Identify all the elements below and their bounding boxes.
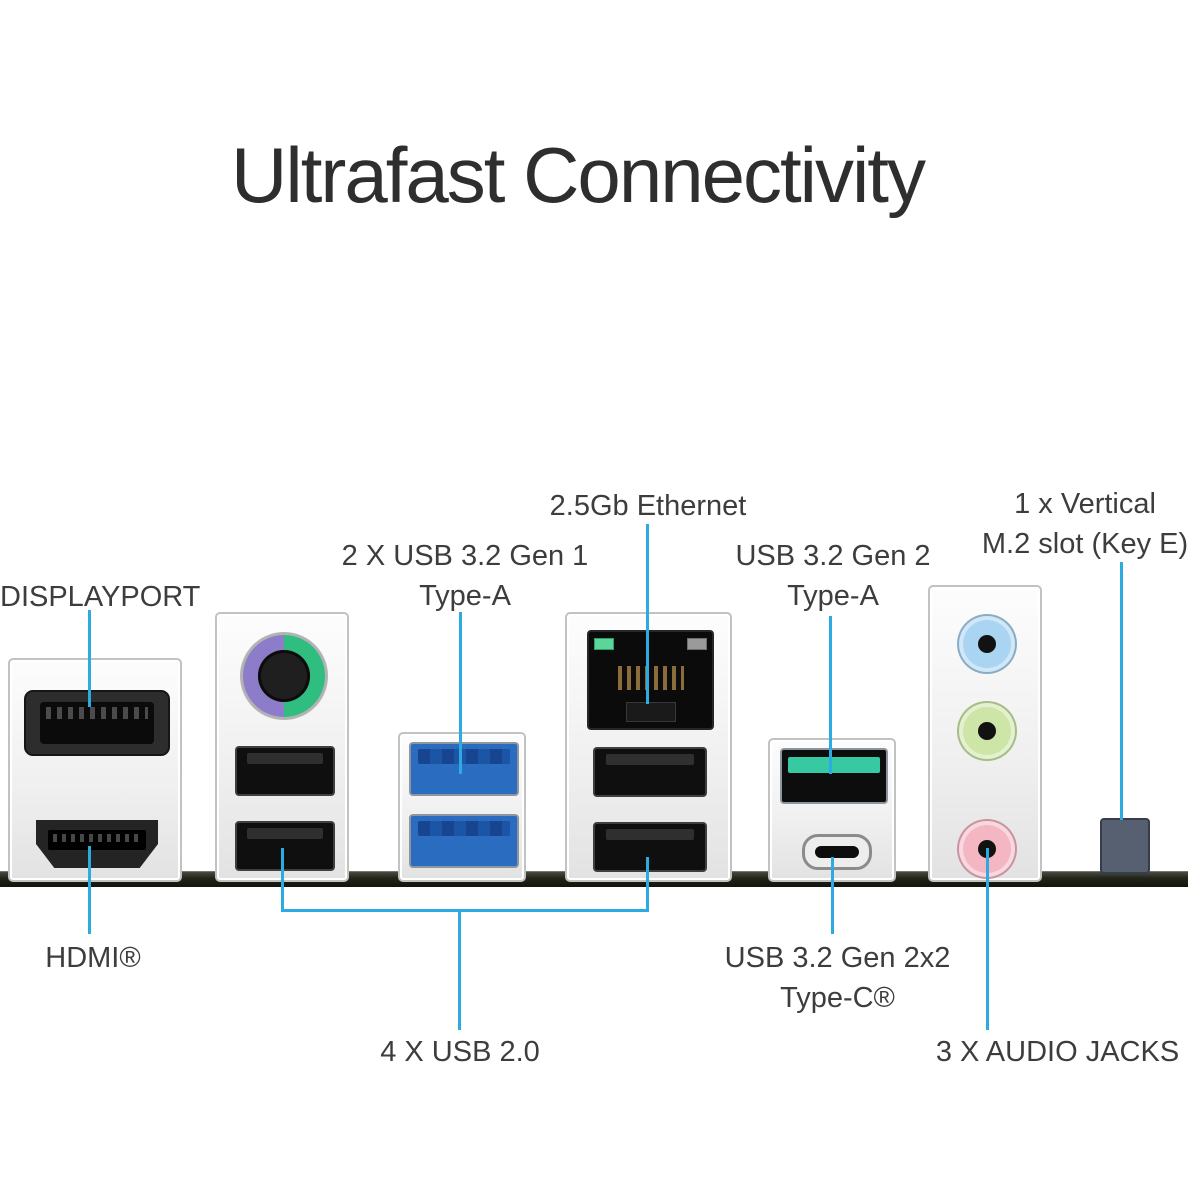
label-usb32-gen1-line2: Type-A [419,580,511,612]
label-ethernet: 2.5Gb Ethernet [549,490,747,522]
label-usb20: 4 X USB 2.0 [380,1036,540,1068]
page-title: Ultrafast Connectivity [231,131,926,219]
callout-line-usb20-right [646,857,649,912]
ethernet-rj45-port [587,630,714,730]
label-m2: 1 x Vertical M.2 slot (Key E) [970,484,1200,564]
usb2-port-4 [593,822,707,872]
ps2-usb-block [215,612,349,882]
callout-line-usb20-left [281,848,284,912]
usb32-gen1-port-2 [409,814,519,868]
ethernet-led-gray [687,638,707,650]
usb32-gen1-port-1 [409,742,519,796]
m2-vertical-slot [1100,818,1150,874]
callout-line-displayport [88,610,91,707]
label-usb32-gen2: USB 3.2 Gen 2 Type-A [718,536,948,616]
usb2-port-2 [235,821,335,871]
jack-hole [978,722,996,740]
callout-line-hdmi [88,846,91,934]
callout-line-ethernet [646,524,649,704]
jack-hole [978,635,996,653]
label-typec-line2: Type-C® [780,982,895,1014]
usb32-gen2x2-typec-port [802,834,872,870]
usb32-gen1-block [398,732,526,882]
usb2-port-1 [235,746,335,796]
label-m2-line2: M.2 slot (Key E) [981,528,1189,560]
label-usb32-gen2-line1: USB 3.2 Gen 2 [735,540,931,572]
usb2-port-3 [593,747,707,797]
callout-line-usb20-drop [458,909,461,1030]
audio-jack-block [928,585,1042,882]
audio-jack-line-out [957,701,1017,761]
label-usb32-gen1: 2 X USB 3.2 Gen 1 Type-A [340,536,590,616]
callout-line-usb32-gen2 [829,616,832,774]
label-audio: 3 X AUDIO JACKS [935,1036,1180,1068]
label-displayport: DISPLAYPORT [0,581,201,613]
ps2-combo-port [240,632,328,720]
label-usb32-gen1-line1: 2 X USB 3.2 Gen 1 [341,540,589,572]
hdmi-port [36,820,158,868]
label-typec-line1: USB 3.2 Gen 2x2 [724,942,951,974]
callout-line-typec [831,857,834,934]
callout-line-usb20-horizontal [281,909,649,912]
label-hdmi: HDMI® [45,942,141,974]
label-typec: USB 3.2 Gen 2x2 Type-C® [705,938,970,1018]
hdmi-slot [48,830,146,850]
ethernet-led-green [594,638,614,650]
label-m2-line1: 1 x Vertical [1014,488,1156,520]
ps2-pin-area [258,650,310,702]
usb32-gen2-typea-port [780,748,888,804]
audio-jack-line-in [957,614,1017,674]
callout-line-audio [986,848,989,1030]
displayport-port [24,690,170,756]
usb32-gen2-block [768,738,896,882]
callout-line-m2 [1120,562,1123,820]
video-io-block [8,658,182,882]
label-usb32-gen2-line2: Type-A [787,580,879,612]
callout-line-usb32-gen1 [459,612,462,774]
displayport-slot [40,702,154,744]
